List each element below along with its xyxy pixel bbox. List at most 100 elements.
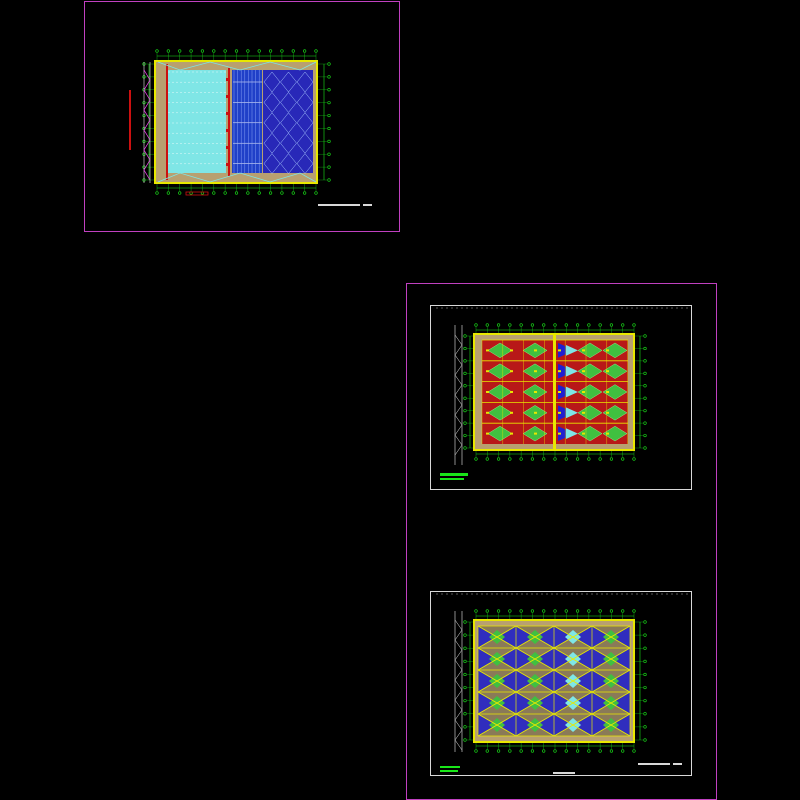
node <box>510 391 513 393</box>
axis-bubble <box>643 646 647 650</box>
axis-bubble <box>564 749 568 753</box>
axis-bubble <box>463 672 467 677</box>
axis-bubble <box>508 323 512 327</box>
axis-bubble <box>178 49 182 53</box>
node <box>558 411 561 414</box>
drawing-b-frame <box>430 591 692 776</box>
axis-bubble <box>280 49 284 53</box>
tile-triangle <box>478 692 497 714</box>
axis-bubble <box>553 323 557 327</box>
tile-triangle <box>535 714 554 736</box>
node <box>510 411 513 414</box>
axis-bubble <box>643 334 647 338</box>
axis-bubble <box>643 659 647 663</box>
axis-bubble <box>463 685 467 690</box>
skylight-triangle <box>566 345 578 356</box>
tile-triangle <box>592 692 611 714</box>
node <box>606 432 609 435</box>
axis-bubble <box>621 323 625 327</box>
axis-bubble <box>598 609 602 613</box>
drawing-b-truss-pattern <box>477 625 631 737</box>
tile-triangle <box>516 714 535 736</box>
axis-bubble <box>643 421 647 425</box>
axis-bubble <box>474 609 478 613</box>
tile-triangle <box>573 670 592 692</box>
tile-triangle <box>516 670 535 692</box>
axis-bubble <box>632 457 636 461</box>
truss-diamond <box>296 112 314 134</box>
node <box>582 349 585 352</box>
node <box>534 411 537 414</box>
tile-triangle <box>554 626 573 648</box>
truss-diamond <box>263 132 281 154</box>
axis-bubble <box>463 712 467 716</box>
axis-bubble <box>542 609 546 613</box>
plan-1-top-chord <box>157 61 317 71</box>
axis-bubble <box>542 457 546 461</box>
sheet-1-title-block <box>318 204 372 206</box>
axis-bubble <box>463 646 467 650</box>
bracing <box>553 713 593 737</box>
skylight-triangle <box>566 365 578 377</box>
truss-diamond <box>263 71 281 93</box>
tile-triangle <box>497 714 516 736</box>
bracing <box>553 625 593 649</box>
sheet-1 <box>84 1 400 232</box>
axis-bubble <box>643 738 647 742</box>
axis-bubble <box>553 457 557 461</box>
tile-triangle <box>497 692 516 714</box>
roof-diamond <box>602 405 628 421</box>
axis-bubble <box>564 323 568 327</box>
axis-bubble <box>178 191 182 195</box>
node <box>534 349 537 352</box>
axis-bubble <box>463 446 467 450</box>
plan-1-truss-zone-b <box>263 70 313 173</box>
tile-triangle <box>554 692 573 714</box>
axis-bubble <box>291 191 295 195</box>
bracing <box>477 625 517 649</box>
axis-bubble <box>621 457 625 461</box>
axis-bubble <box>609 323 614 327</box>
tile-triangle <box>478 670 497 692</box>
axis-bubble <box>575 749 580 753</box>
truss-diamond <box>280 132 297 154</box>
plan-1-truss-zone-a <box>232 70 262 173</box>
plan-1-truss-lines <box>168 70 314 175</box>
node <box>534 432 537 435</box>
axis-bubble <box>474 323 478 327</box>
axis-bubble <box>598 323 602 327</box>
axis-bubble <box>564 609 568 613</box>
axis-bubble <box>598 749 602 753</box>
plan-1-bottom-chord <box>157 172 317 183</box>
axis-bubble <box>621 749 625 753</box>
axis-bubble <box>643 620 647 624</box>
node <box>486 391 489 393</box>
roof-diamond <box>602 363 628 379</box>
node <box>606 411 609 414</box>
axis-bubble <box>485 609 489 613</box>
axis-bubble <box>587 457 591 461</box>
axis-bubble <box>223 191 227 195</box>
truss-diamond <box>263 153 281 175</box>
axis-bubble <box>632 749 636 753</box>
drawing-b-title-block <box>638 763 682 765</box>
tile-triangle <box>478 648 497 670</box>
axis-bubble <box>643 409 647 413</box>
bracing <box>477 647 517 671</box>
axis-bubble <box>542 323 546 327</box>
node <box>558 432 561 435</box>
sheet-2 <box>406 283 717 800</box>
axis-bubble <box>621 609 625 613</box>
axis-bubble <box>643 672 647 677</box>
node <box>486 370 489 373</box>
axis-bubble <box>327 178 331 182</box>
axis-bubble <box>257 49 261 53</box>
axis-bubble <box>166 49 170 53</box>
node <box>558 391 561 393</box>
roof-diamond <box>602 425 628 442</box>
axis-bubble <box>485 749 489 753</box>
axis-bubble <box>234 49 239 53</box>
axis-bubble <box>303 191 307 195</box>
axis-bubble <box>530 609 535 613</box>
node <box>534 391 537 393</box>
